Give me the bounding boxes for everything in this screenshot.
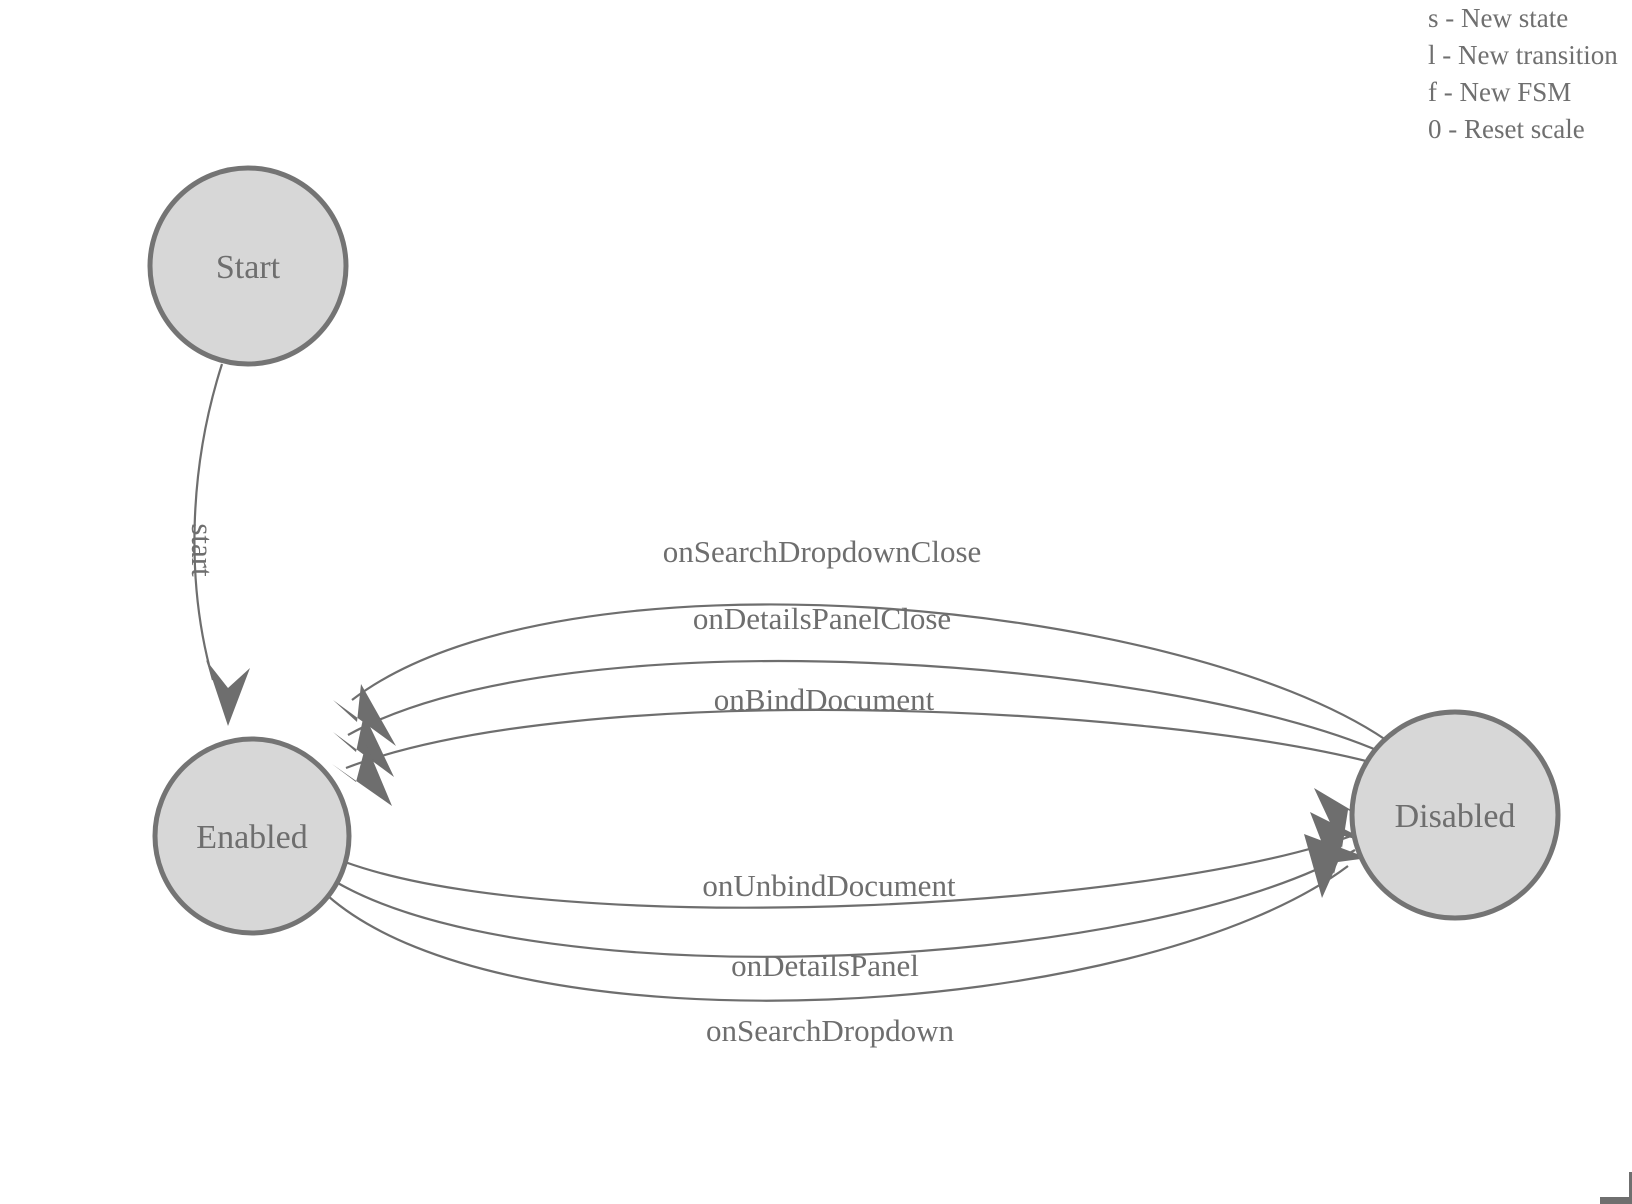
transition-onbinddocument-path[interactable] <box>345 708 1371 770</box>
state-label-disabled: Disabled <box>1395 798 1516 835</box>
transition-ondetailspanel-arrowhead <box>1310 812 1374 874</box>
transition-onsearchdropdownclose-arrowhead <box>333 684 396 746</box>
transition-onunbinddocument-label: onUnbindDocument <box>702 868 956 903</box>
transition-start-arrowhead <box>206 660 250 726</box>
state-label-start: Start <box>216 249 281 286</box>
transition-onsearchdropdownclose-label: onSearchDropdownClose <box>663 534 982 569</box>
transition-ondetailspanelclose-path[interactable] <box>347 659 1382 754</box>
state-circle-enabled[interactable] <box>152 736 352 936</box>
transition-ondetailspanel-label: onDetailsPanel <box>731 948 919 983</box>
state-circle-disabled[interactable] <box>1349 709 1561 921</box>
transition-onunbinddocument-arrowhead <box>1314 788 1378 848</box>
state-label-enabled: Enabled <box>196 819 307 856</box>
transition-onsearchdropdown-label: onSearchDropdown <box>706 1013 954 1048</box>
transition-onsearchdropdownclose[interactable]: onSearchDropdownClose <box>333 534 1387 746</box>
transition-start-label: start <box>185 523 220 577</box>
transition-onsearchdropdown-path[interactable] <box>327 865 1349 1002</box>
transition-onbinddocument-arrowhead <box>332 744 392 806</box>
transition-ondetailspanel-path[interactable] <box>335 849 1356 958</box>
transition-onunbinddocument[interactable]: onUnbindDocument <box>344 788 1378 909</box>
transition-start-path[interactable] <box>193 363 224 681</box>
horizontal-scrollbar[interactable] <box>1600 1197 1632 1204</box>
transition-ondetailspanel[interactable]: onDetailsPanel <box>335 812 1374 983</box>
transition-ondetailspanelclose-arrowhead <box>333 714 394 777</box>
transition-start[interactable]: start <box>185 363 250 726</box>
transition-onsearchdropdown-arrowhead <box>1304 834 1368 898</box>
transition-onbinddocument[interactable]: onBindDocument <box>332 682 1371 806</box>
state-node-start[interactable]: Start <box>147 165 349 367</box>
state-circle-start[interactable] <box>147 165 349 367</box>
state-node-enabled[interactable]: Enabled <box>152 736 352 936</box>
transition-onsearchdropdown[interactable]: onSearchDropdown <box>327 834 1368 1048</box>
state-node-disabled[interactable]: Disabled <box>1349 709 1561 921</box>
transition-onunbinddocument-path[interactable] <box>344 830 1363 909</box>
transition-ondetailspanelclose[interactable]: onDetailsPanelClose <box>333 601 1382 777</box>
transition-onbinddocument-label: onBindDocument <box>714 682 935 717</box>
transition-onsearchdropdownclose-path[interactable] <box>351 603 1387 741</box>
vertical-scrollbar[interactable] <box>1629 1172 1632 1204</box>
transition-ondetailspanelclose-label: onDetailsPanelClose <box>693 601 951 636</box>
